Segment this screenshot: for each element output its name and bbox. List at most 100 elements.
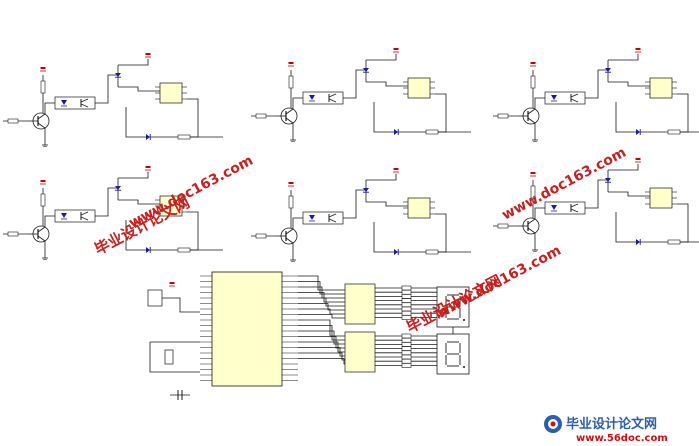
optocoupler — [544, 91, 586, 105]
resistor — [401, 310, 412, 316]
power-label-mark — [393, 48, 399, 50]
resistor — [425, 249, 439, 255]
resistor — [497, 113, 509, 119]
relay-coil-wire — [366, 81, 408, 87]
segment-dp — [463, 366, 465, 368]
opto-led-icon — [309, 215, 315, 220]
footer-url-text: www.56doc.com — [576, 433, 668, 444]
opto-led-icon — [61, 213, 67, 218]
footer-brand-text: 毕业设计论文网 — [566, 416, 657, 432]
indicator-wire — [615, 212, 658, 243]
optocoupler — [544, 201, 586, 215]
resistor — [401, 306, 412, 312]
indicator-wire — [373, 222, 416, 253]
resistor — [7, 118, 19, 124]
opto-led-icon — [551, 205, 557, 210]
resistor — [401, 350, 412, 356]
resistor — [667, 129, 681, 135]
data-bus-wire — [298, 358, 345, 365]
resistor — [40, 193, 46, 207]
resistor — [401, 337, 412, 343]
resistor — [401, 285, 412, 291]
relay-contact-wire — [658, 93, 689, 133]
footer-brand: 毕业设计论文网 www.56doc.com — [544, 415, 668, 444]
resistor — [401, 342, 412, 347]
data-bus-wire — [298, 292, 345, 303]
collector-wire — [292, 97, 303, 109]
optocoupler — [302, 211, 344, 225]
resistor — [530, 185, 536, 199]
power-label-mark — [635, 48, 641, 50]
indicator-led — [394, 249, 398, 255]
indicator-led — [146, 134, 150, 140]
latch-ic-1 — [344, 283, 376, 325]
latch-ic-2 — [344, 331, 376, 373]
collector-wire — [292, 217, 303, 229]
power-label-mark — [288, 62, 294, 64]
power-label-mark — [288, 182, 294, 184]
resistor — [177, 134, 191, 140]
segment-dp — [463, 319, 465, 321]
resistor — [401, 333, 412, 339]
power-label-mark — [530, 172, 536, 174]
resistor — [401, 363, 412, 368]
relay-contact-wire — [168, 98, 199, 138]
crystal — [164, 349, 174, 365]
controller-section — [147, 271, 470, 400]
driver-channel-4 — [3, 166, 223, 260]
data-bus-wire — [298, 297, 345, 307]
resistor — [255, 113, 267, 119]
indicator-led — [636, 239, 640, 245]
relay-supply-wire — [118, 172, 149, 179]
opto-output-wire — [343, 69, 366, 99]
power-label-mark — [145, 166, 151, 168]
resistor — [667, 239, 681, 245]
opto-led-icon — [309, 95, 315, 100]
relay-supply-wire — [608, 164, 639, 171]
driver-channel-6 — [493, 158, 699, 252]
relay-contact-wire — [658, 203, 689, 243]
power-label-mark — [40, 180, 46, 182]
data-bus-wire — [298, 352, 345, 361]
power-label-mark — [145, 53, 151, 55]
reset-switch — [147, 289, 163, 307]
collector-wire — [534, 207, 545, 219]
data-bus-wire — [298, 275, 345, 291]
data-bus-wire — [298, 281, 345, 295]
opto-output-wire — [95, 74, 118, 104]
collector-wire — [534, 97, 545, 109]
indicator-wire — [125, 220, 168, 251]
indicator-led — [146, 247, 150, 253]
relay-ic — [407, 197, 431, 219]
opto-output-wire — [585, 179, 608, 209]
relay-ic — [649, 187, 673, 209]
resistor — [288, 195, 294, 209]
resistor — [40, 80, 46, 94]
driver-channel-1 — [3, 53, 223, 147]
reset-wire — [162, 297, 200, 313]
mcu-chip — [211, 271, 283, 387]
flyback-diode — [363, 68, 369, 72]
data-bus-wire — [298, 319, 345, 337]
data-bus-wire — [298, 314, 345, 319]
indicator-wire — [373, 102, 416, 133]
indicator-led — [394, 129, 398, 135]
flyback-diode — [115, 73, 121, 77]
resistor — [7, 231, 19, 237]
relay-supply-wire — [366, 174, 397, 181]
resistor — [497, 223, 509, 229]
opto-output-wire — [585, 69, 608, 99]
power-label-mark — [635, 158, 641, 160]
indicator-wire — [125, 107, 168, 138]
indicator-wire — [615, 102, 658, 133]
optocoupler — [54, 209, 96, 223]
relay-ic — [159, 82, 183, 104]
power-label-mark — [393, 168, 399, 170]
opto-output-wire — [343, 189, 366, 219]
resistor — [401, 298, 412, 303]
relay-coil-wire — [118, 199, 160, 205]
power-label-mark — [169, 282, 175, 284]
data-bus-wire — [298, 341, 345, 353]
opto-led-icon — [61, 100, 67, 105]
relay-supply-wire — [118, 59, 149, 66]
